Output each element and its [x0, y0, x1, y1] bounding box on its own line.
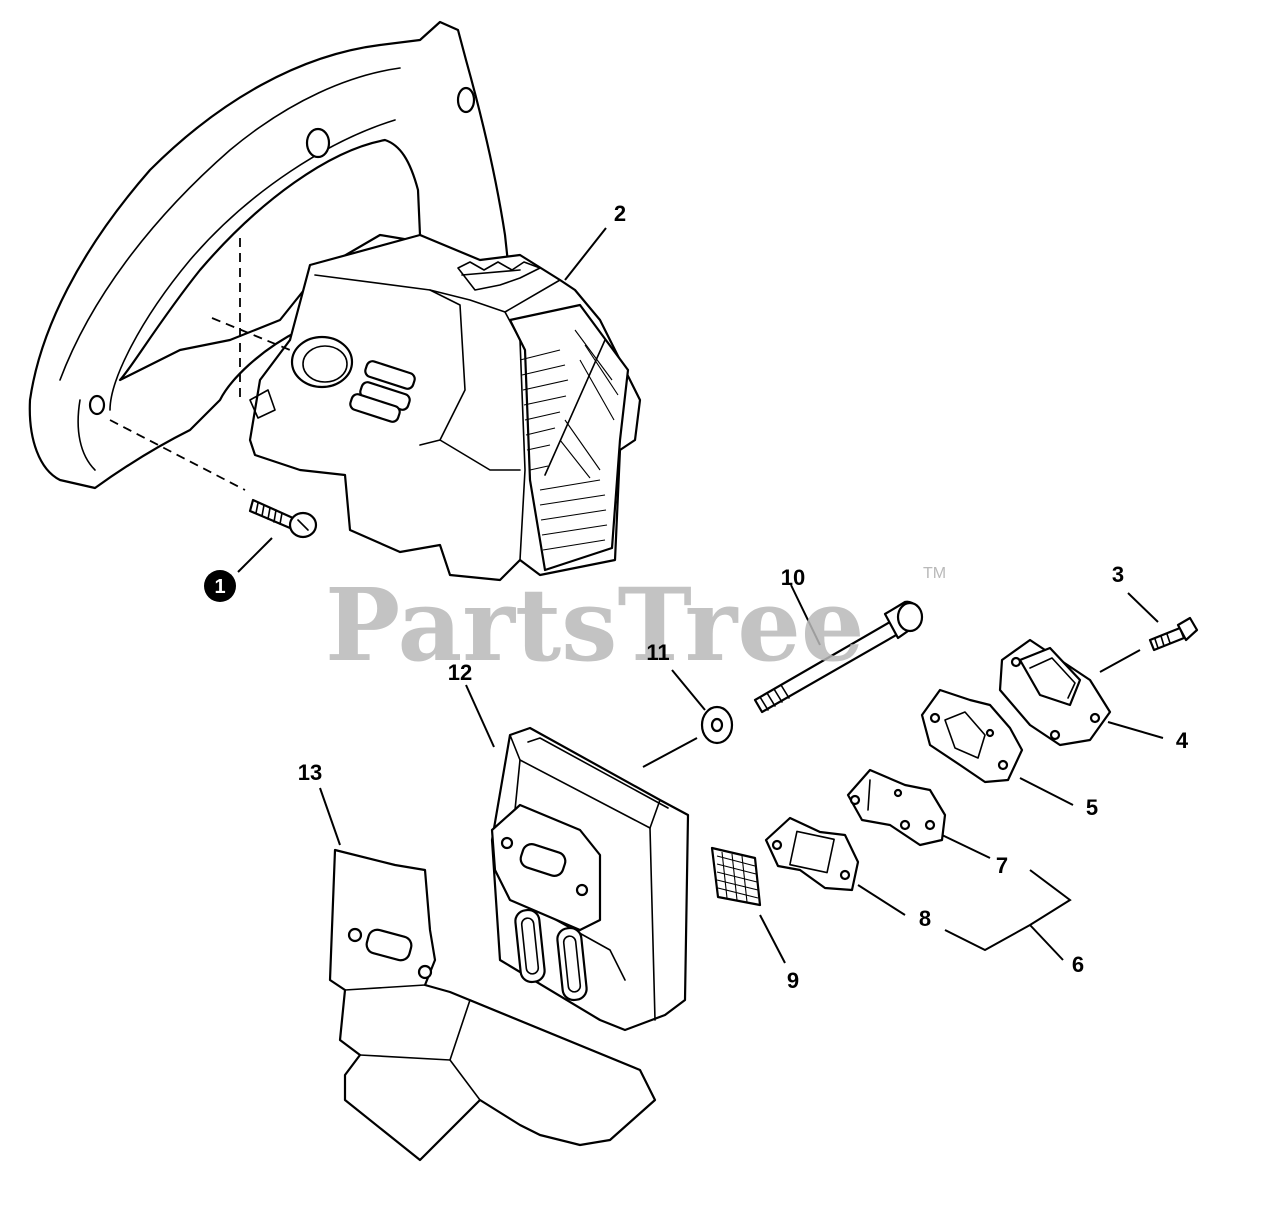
callout-5[interactable]: 5: [1086, 795, 1098, 820]
callout-8[interactable]: 8: [919, 906, 931, 931]
watermark-trademark: TM: [923, 565, 946, 582]
callout-11[interactable]: 11: [646, 640, 669, 665]
callout-1-badge[interactable]: 1: [204, 570, 236, 602]
part-1-bolt[interactable]: [248, 498, 318, 539]
leader-lines: [237, 227, 1164, 964]
callout-labels: 1 2 3 4 5 6 7 8 9 10 11 12 13: [204, 201, 1189, 993]
part-10-long-bolt[interactable]: [753, 600, 924, 714]
part-3-small-bolt[interactable]: [1148, 616, 1199, 652]
part-13-heat-shield[interactable]: [328, 848, 657, 1162]
callout-13[interactable]: 13: [298, 760, 322, 785]
part-8-gasket[interactable]: [764, 816, 860, 892]
callout-12[interactable]: 12: [448, 660, 472, 685]
callout-2[interactable]: 2: [614, 201, 626, 226]
partstree-watermark: PartsTree TM: [325, 565, 946, 684]
callout-7[interactable]: 7: [996, 853, 1008, 878]
callout-10[interactable]: 10: [781, 565, 805, 590]
grille-hatch: [519, 329, 619, 551]
callout-1: 1: [214, 576, 225, 598]
watermark-text: PartsTree: [325, 566, 865, 684]
part-2-handle-housing[interactable]: [28, 20, 642, 582]
callout-6[interactable]: 6: [1072, 952, 1084, 977]
callout-3[interactable]: 3: [1112, 562, 1124, 587]
screen-mesh: [716, 851, 759, 903]
part-5-plate[interactable]: [920, 688, 1024, 784]
part-4-spacer[interactable]: [998, 638, 1112, 747]
part-12-muffler[interactable]: [490, 726, 690, 1032]
callout-9[interactable]: 9: [787, 968, 799, 993]
part-9-screen[interactable]: [710, 846, 762, 907]
part-11-washer[interactable]: [700, 705, 734, 745]
callout-4[interactable]: 4: [1176, 728, 1189, 753]
part-7-plate[interactable]: [846, 768, 947, 847]
